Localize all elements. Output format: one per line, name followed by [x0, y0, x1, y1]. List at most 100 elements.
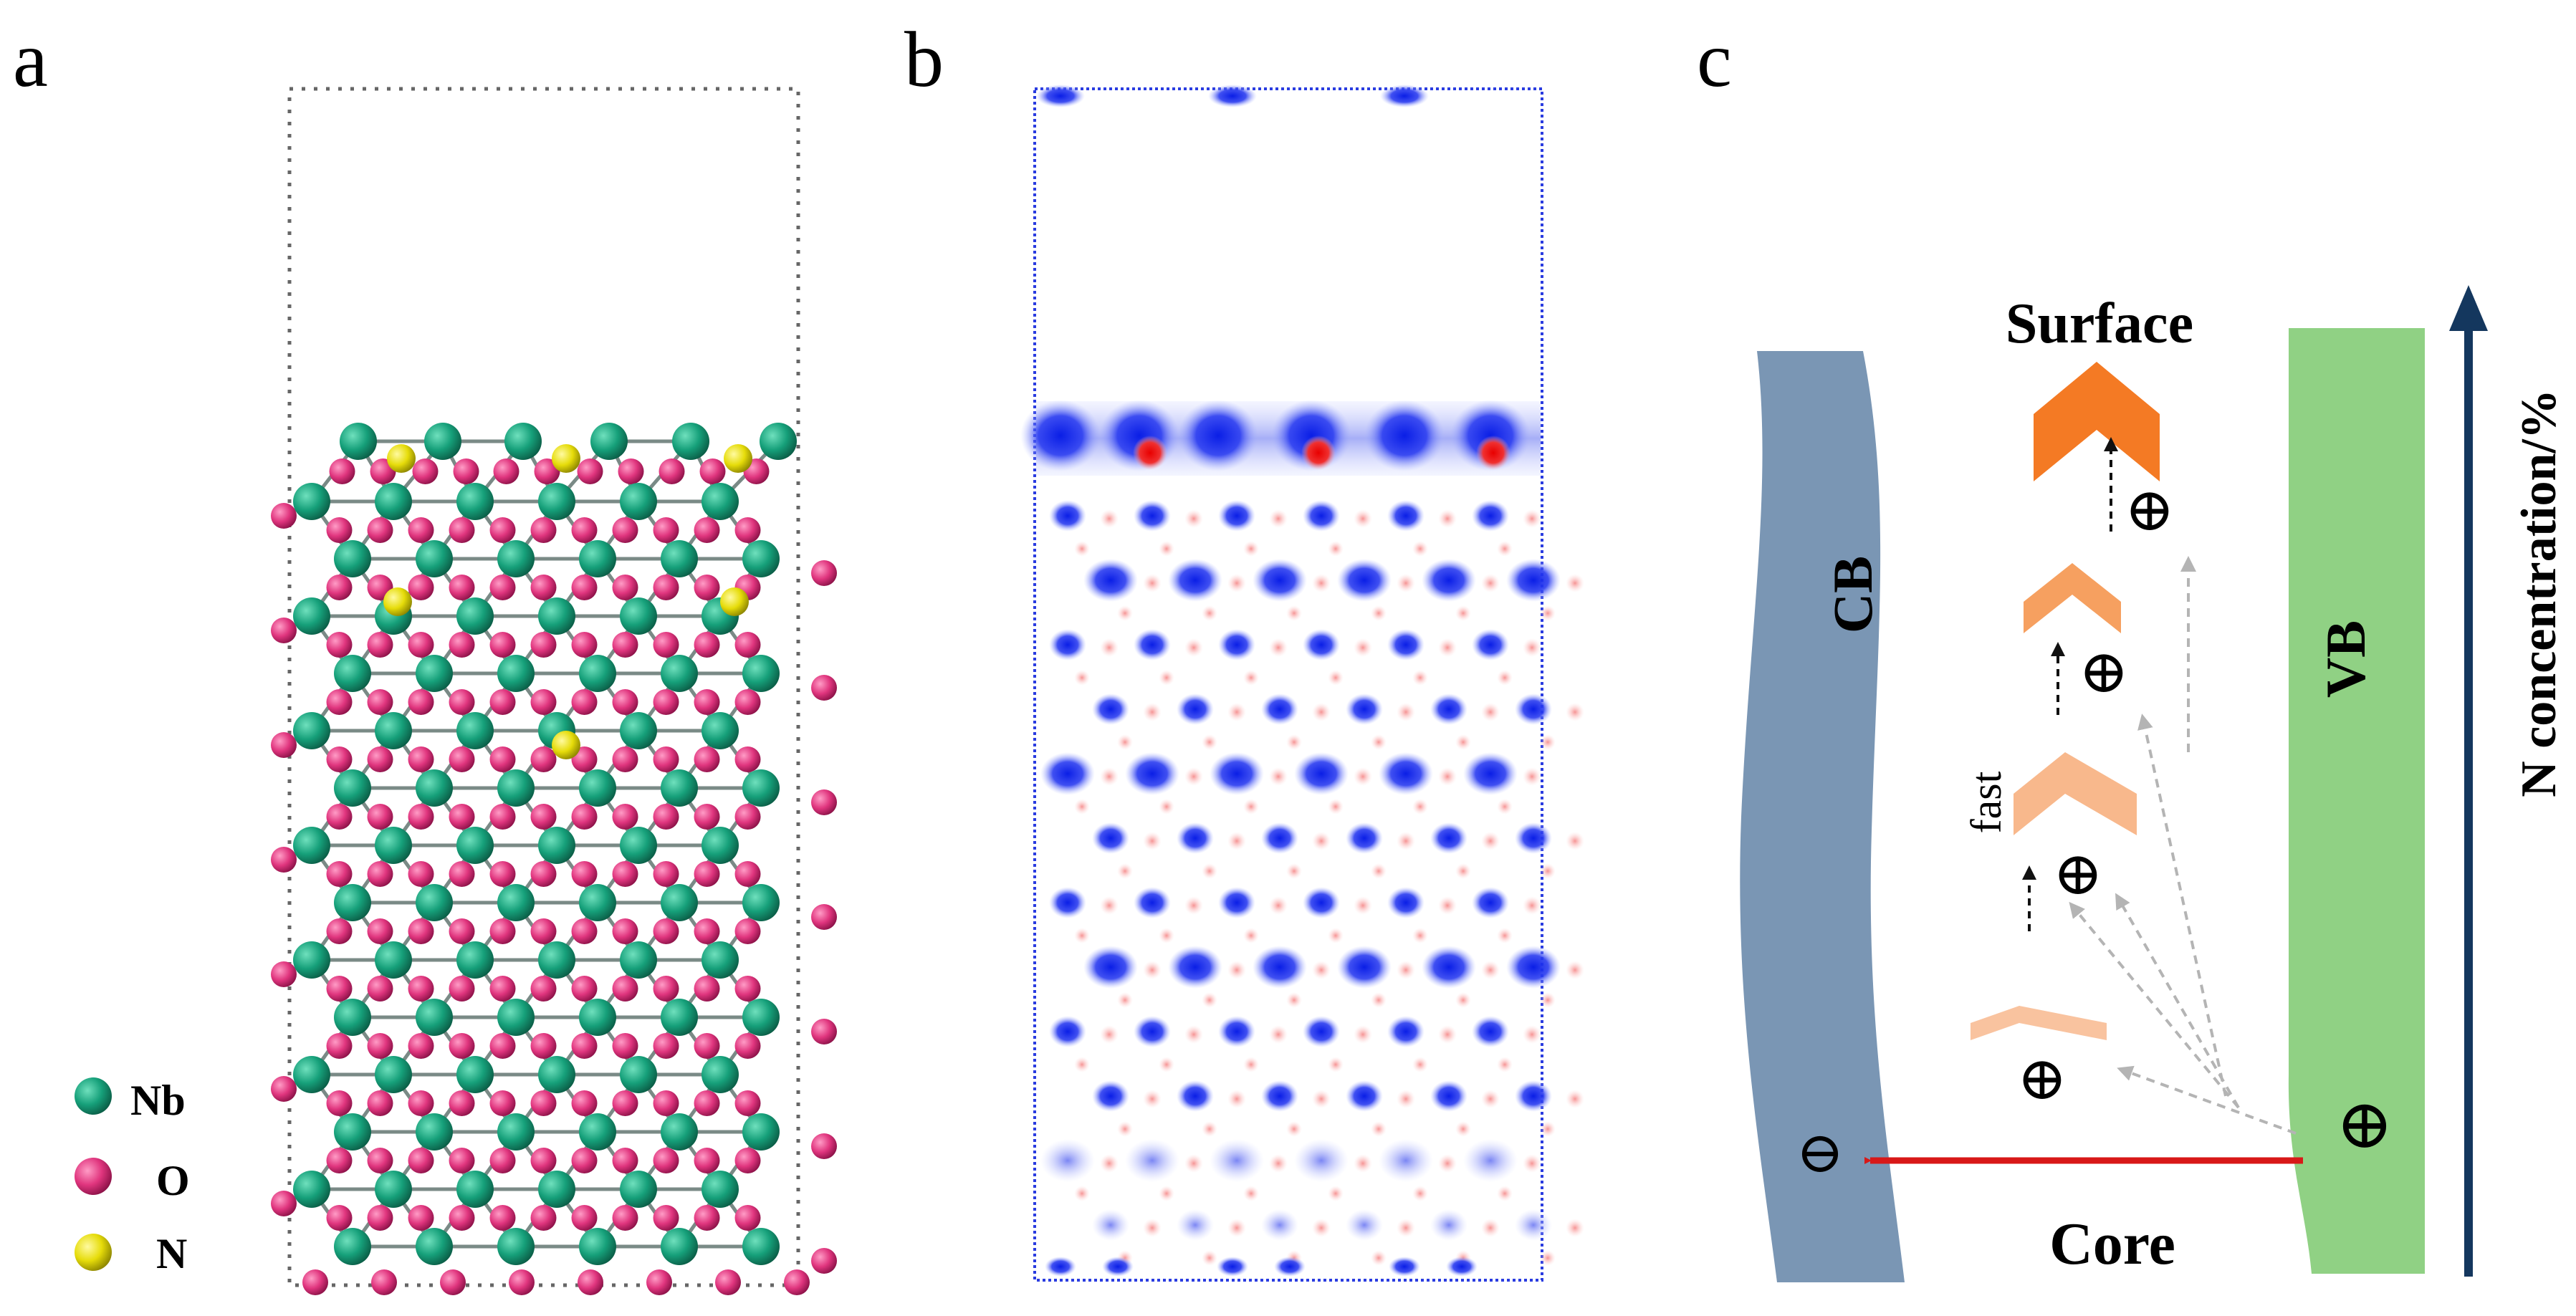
- accumulation-lobe: [1312, 832, 1331, 850]
- depletion-lobe: [1177, 1209, 1214, 1241]
- oxygen-atom: [489, 918, 516, 944]
- depletion-lobe: [1261, 822, 1298, 854]
- depletion-lobe: [1337, 559, 1392, 602]
- accumulation-lobe: [1455, 863, 1471, 879]
- accumulation-lobe: [1184, 1154, 1203, 1173]
- oxygen-atom: [408, 575, 434, 600]
- depletion-lobe: [1422, 946, 1476, 989]
- surface-density-lobe: [1178, 400, 1258, 471]
- oxygen-atom: [530, 575, 557, 600]
- oxygen-atom: [449, 918, 475, 944]
- accumulation-lobe: [1100, 896, 1119, 915]
- niobium-atom: [702, 827, 739, 864]
- oxygen-atom: [571, 918, 598, 944]
- niobium-atom: [456, 1056, 494, 1093]
- oxygen-atom: [694, 1090, 720, 1116]
- atom-legend: Nb O N: [75, 1077, 190, 1277]
- oxygen-atom: [734, 918, 761, 944]
- panel-label-b: b: [904, 16, 944, 103]
- niobium-atom: [416, 655, 453, 692]
- accumulation-lobe: [1227, 703, 1246, 721]
- panel-label-a: a: [13, 16, 48, 103]
- accumulation-lobe: [1455, 605, 1471, 621]
- depletion-lobe: [1472, 629, 1509, 661]
- accumulation-lobe: [1328, 670, 1344, 686]
- oxygen-atom: [408, 632, 434, 658]
- accumulation-lobe: [1227, 1219, 1246, 1237]
- accumulation-lobe: [1202, 992, 1217, 1008]
- oxygen-atom: [571, 1090, 598, 1116]
- oxygen-atom: [653, 1033, 679, 1059]
- depletion-lobe: [1134, 500, 1171, 532]
- panel-b-charge-density: [1020, 85, 1584, 1282]
- accumulation-lobe: [1143, 961, 1162, 979]
- accumulation-lobe: [1184, 896, 1203, 915]
- accumulation-lobe: [1438, 896, 1457, 915]
- oxygen-atom: [408, 1205, 434, 1231]
- depletion-lobe: [1092, 822, 1129, 854]
- accumulation-lobe: [1074, 928, 1090, 943]
- niobium-atom: [334, 540, 371, 577]
- niobium-atom: [497, 1113, 535, 1151]
- accumulation-lobe: [1074, 1057, 1090, 1072]
- accumulation-lobe: [1566, 832, 1584, 850]
- accumulation-lobe: [1243, 1057, 1259, 1072]
- accumulation-lobe: [1184, 767, 1203, 786]
- depletion-lobe: [1430, 693, 1467, 725]
- accumulation-lobe: [1438, 1025, 1457, 1044]
- top-edge-lobe: [1380, 85, 1429, 107]
- depletion-lobe: [1303, 629, 1340, 661]
- accumulation-lobe: [1354, 1154, 1372, 1173]
- niobium-atom: [538, 483, 575, 520]
- depletion-lobe: [1472, 887, 1509, 918]
- niobium-atom: [672, 423, 709, 460]
- oxygen-atom: [449, 575, 475, 600]
- oxygen-atom: [811, 675, 837, 701]
- accumulation-lobe: [1117, 863, 1133, 879]
- oxygen-atom: [367, 1033, 393, 1059]
- niobium-atom: [620, 1171, 657, 1208]
- bottom-edge-lobe: [1217, 1257, 1248, 1277]
- accumulation-lobe: [1523, 638, 1541, 657]
- accumulation-lobe: [1312, 961, 1331, 979]
- accumulation-lobe: [1397, 574, 1415, 592]
- accumulation-lobe: [1159, 799, 1174, 815]
- niobium-atom: [620, 712, 657, 749]
- oxygen-atom: [530, 1033, 557, 1059]
- accumulation-lobe: [1497, 541, 1513, 557]
- chevron-upper: [2024, 563, 2121, 633]
- niobium-atom: [702, 1056, 739, 1093]
- oxygen-atom: [326, 861, 353, 887]
- panel-a-crystal-slab: Nb O N: [75, 87, 837, 1295]
- oxygen-atom: [449, 632, 475, 658]
- accumulation-lobe: [1074, 541, 1090, 557]
- oxygen-atom: [577, 458, 603, 484]
- oxygen-atom: [571, 861, 598, 887]
- accumulation-lobe: [1455, 992, 1471, 1008]
- depletion-lobe: [1387, 500, 1425, 532]
- oxygen-atom: [408, 1090, 434, 1116]
- accumulation-lobe: [1371, 992, 1387, 1008]
- oxygen-atom: [694, 1033, 720, 1059]
- oxygen-atom: [408, 746, 434, 772]
- nitrogen-atom: [724, 444, 752, 473]
- oxygen-atom: [367, 918, 393, 944]
- oxygen-atom: [326, 1148, 353, 1173]
- niobium-atom: [661, 884, 698, 921]
- oxygen-atom: [694, 746, 720, 772]
- depletion-lobe: [1125, 752, 1179, 795]
- niobium-atom: [416, 999, 453, 1036]
- accumulation-lobe: [1523, 509, 1541, 528]
- accumulation-lobe: [1438, 638, 1457, 657]
- hole-surface: ⊕: [2125, 477, 2175, 544]
- depletion-lobe: [1515, 822, 1552, 854]
- oxygen-atom: [489, 746, 516, 772]
- oxygen-atom: [734, 1148, 761, 1173]
- oxygen-atom: [489, 804, 516, 830]
- accumulation-lobe: [1184, 638, 1203, 657]
- depletion-lobe: [1472, 500, 1509, 532]
- oxygen-atom: [530, 1090, 557, 1116]
- niobium-atom: [538, 827, 575, 864]
- oxygen-atom: [449, 1090, 475, 1116]
- depletion-lobe: [1346, 693, 1383, 725]
